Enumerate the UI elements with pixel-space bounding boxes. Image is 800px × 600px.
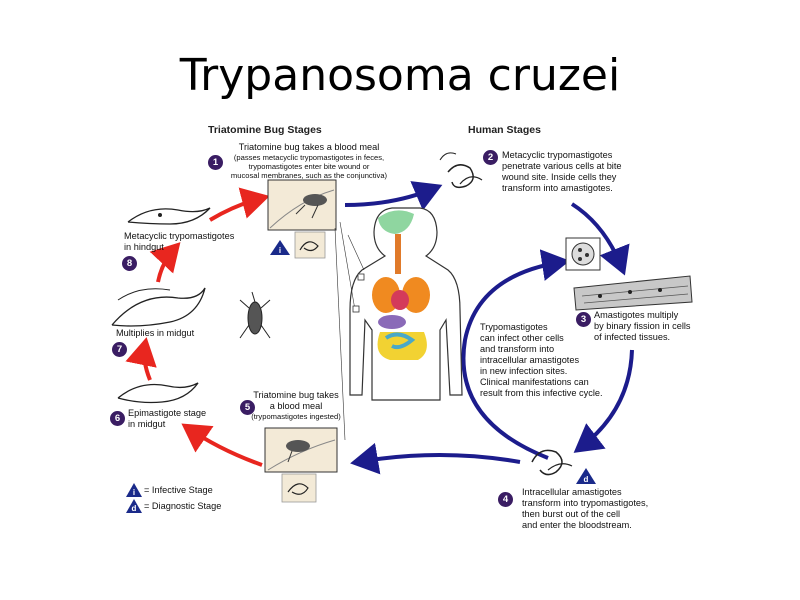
infected-tissue-illustration [573,275,693,311]
stage-1-text: Triatomine bug takes a blood meal (passe… [224,142,394,180]
stage-3-line2: by binary fission in cells [594,321,691,331]
stage-4-line1: Intracellular amastigotes [522,487,622,497]
human-figure-illustration [334,207,463,441]
arrow-1-to-2 [344,181,443,211]
infective-marker-stage1: i [270,240,290,255]
arrow-7-to-8 [149,242,181,283]
stage-3-line1: Amastigotes multiply [594,310,679,320]
arrow-6-to-7 [125,337,157,381]
stage-1-badge: 1 [208,155,223,170]
midgut-epimastigote-illustration [111,287,206,327]
stage-2-line4: transform into amastigotes. [502,183,613,193]
stage-8-line1: Metacyclic trypomastigotes [124,231,235,241]
stage-7-line1: Multiplies in midgut [116,328,195,338]
human-stages-heading: Human Stages [468,124,541,136]
stage-6-line2: in midgut [128,419,166,429]
stage-3-line3: of infected tissues. [594,332,671,342]
stage-2-badge: 2 [483,150,498,165]
stage-8-badge: 8 [122,256,137,271]
stage-1-line1: Triatomine bug takes a blood meal [238,142,380,152]
arrow-5-to-6 [181,423,263,467]
stage-6-line1: Epimastigote stage [128,408,207,418]
stage-3-badge: 3 [576,312,591,327]
diagnostic-marker-stage4: d [576,468,596,484]
arrow-4-to-5 [350,442,521,475]
bug-stages-heading: Triatomine Bug Stages [208,124,322,136]
stage-5-line3: (trypomastigotes ingested) [251,412,341,421]
arrow-3-to-4 [573,349,634,453]
metacyclic-trypomastigotes-illustration [439,152,483,189]
diagnostic-marker-stage4-glyph: d [584,475,589,484]
stage-5-badge: 5 [240,400,255,415]
bug-feeding-illustration-5 [264,427,338,473]
bursting-trypomastigote-illustration [531,449,573,476]
reinfection-note-line2: can infect other cells [480,333,564,343]
reinfection-note-line7: result from this infective cycle. [480,388,603,398]
stage-5-text: Triatomine bug takes a blood meal (trypo… [246,390,346,421]
diagnostic-stage-icon: d [126,499,142,513]
infective-stage-icon-glyph: i [133,488,135,497]
legend-infective-label: = Infective Stage [144,485,213,495]
arrow-reinfection-loop [461,249,570,460]
stage-4-line2: transform into trypomastigotes, [522,498,649,508]
reinfection-note-line3: and transform into [480,344,555,354]
infective-stage-icon: i [126,483,142,497]
reinfection-note-line5: in new infection sites. [480,366,568,376]
stage-4-text: Intracellular amastigotes transform into… [522,487,672,531]
stage-6-badge: 6 [110,411,125,426]
stage-7-text: Multiplies in midgut [116,328,236,339]
hindgut-trypomastigote-illustration [127,207,211,225]
stage-1-line2: (passes metacyclic trypomastigotes in fe… [233,153,385,162]
trypomastigote-inset-1 [294,231,326,259]
stage-8-text: Metacyclic trypomastigotes in hindgut [124,231,264,253]
stage-4-badge: 4 [498,492,513,507]
reinfection-note-line6: Clinical manifestations can [480,377,589,387]
stage-5-line2: a blood meal [269,401,323,411]
arrow-8-to-1 [208,187,270,222]
legend-diagnostic: d = Diagnostic Stage [126,499,221,513]
stage-4-line3: then burst out of the cell [522,509,621,519]
stage-6-text: Epimastigote stage in midgut [128,408,238,430]
reinfection-note: Trypomastigotes can infect other cells a… [480,322,630,399]
epimastigote-illustration [117,382,199,404]
stage-7-badge: 7 [112,342,127,357]
stage-5-line1: Triatomine bug takes [253,390,339,400]
stage-8-line2: in hindgut [124,242,164,252]
stage-1-line4: mucosal membranes, such as the conjuncti… [230,171,388,180]
triatomine-bug-illustration [239,291,271,339]
stage-1-line3: trypomastigotes enter bite wound or [248,162,370,171]
infective-marker-stage1-glyph: i [279,246,281,255]
arrow-2-to-3 [570,202,630,276]
bug-feeding-illustration-1 [267,179,337,231]
trypomastigote-inset-5 [281,473,317,503]
stage-2-line2: penetrate various cells at bite [502,161,622,171]
legend-infective: i = Infective Stage [126,483,213,497]
amastigote-cell-inset [565,237,601,271]
reinfection-note-line4: intracellular amastigotes [480,355,580,365]
legend-diagnostic-label: = Diagnostic Stage [144,501,222,511]
stage-2-line3: wound site. Inside cells they [502,172,617,182]
stage-2-line1: Metacyclic trypomastigotes [502,150,613,160]
stage-2-text: Metacyclic trypomastigotes penetrate var… [502,150,652,194]
stage-4-line4: and enter the bloodstream. [522,520,632,530]
diagnostic-stage-icon-glyph: d [132,504,137,513]
reinfection-note-line1: Trypomastigotes [480,322,548,332]
slide-title: Trypanosoma cruzei [179,50,621,101]
stage-3-text: Amastigotes multiply by binary fission i… [594,310,704,343]
